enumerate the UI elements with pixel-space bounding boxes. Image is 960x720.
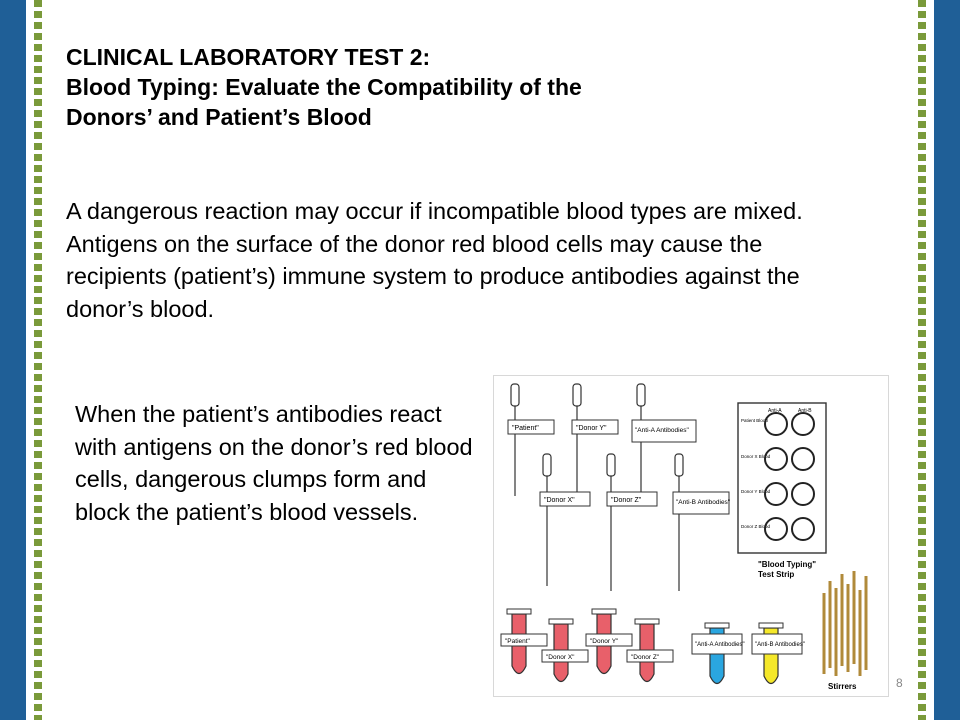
dropper-donor-x: "Donor X"	[539, 453, 591, 586]
dropper-donor-z: "Donor Z"	[606, 453, 658, 591]
tube-donor-y: "Donor Y"	[585, 608, 633, 675]
tube-anti-b: "Anti-B Antibodies"	[751, 622, 805, 685]
dropper-anti-a: "Anti-A Antibodies"	[631, 383, 697, 496]
strip-row-donor-z: Donor Z Blood	[741, 524, 771, 529]
right-dotted-border	[918, 0, 926, 720]
blood-typing-figure: "Patient" "Donor Y" "Anti-A Antibodies" …	[493, 375, 889, 697]
dropper-anti-b: "Anti-B Antibodies"	[672, 453, 731, 591]
dropper-donor-y: "Donor Y"	[571, 383, 619, 496]
reaction-paragraph: When the patient’s antibodies react with…	[75, 401, 473, 525]
dropper-label-donor-y: "Donor Y"	[576, 425, 607, 432]
strip-row-donor-x: Donor X Blood	[741, 454, 771, 459]
title-line-2: Blood Typing: Evaluate the Compatibility…	[66, 74, 582, 100]
intro-paragraph: A dangerous reaction may occur if incomp…	[66, 198, 803, 322]
tube-patient: "Patient"	[500, 608, 548, 675]
strip-col-anti-a: Anti-A	[768, 408, 782, 414]
tube-label-patient: "Patient"	[505, 638, 531, 645]
dropper-label-anti-b: "Anti-B Antibodies"	[676, 499, 731, 506]
tube-label-anti-b: "Anti-B Antibodies"	[755, 642, 805, 648]
strip-col-anti-b: Anti-B	[798, 408, 812, 414]
right-side-bar	[934, 0, 960, 720]
tube-donor-z: "Donor Z"	[626, 618, 674, 683]
dropper-label-anti-a: "Anti-A Antibodies"	[635, 427, 689, 434]
strip-caption-2: Test Strip	[758, 570, 794, 579]
dropper-patient: "Patient"	[507, 383, 555, 496]
strip-caption-1: "Blood Typing"	[758, 560, 816, 569]
page-number: 8	[896, 676, 903, 690]
title-line-1: CLINICAL LABORATORY TEST 2:	[66, 44, 431, 70]
tube-label-donor-z: "Donor Z"	[631, 654, 660, 661]
tube-label-donor-y: "Donor Y"	[590, 638, 619, 645]
strip-row-donor-y: Donor Y Blood	[741, 489, 771, 494]
tube-label-donor-x: "Donor X"	[546, 654, 575, 661]
tube-anti-a: "Anti-A Antibodies"	[691, 622, 745, 685]
left-side-bar	[0, 0, 26, 720]
title-line-3: Donors’ and Patient’s Blood	[66, 104, 372, 130]
left-dotted-border	[34, 0, 42, 720]
dropper-label-donor-x: "Donor X"	[544, 497, 575, 504]
test-strip: Anti-A Anti-B Patient Blood Donor X Bloo…	[737, 402, 827, 579]
tube-label-anti-a: "Anti-A Antibodies"	[695, 642, 745, 648]
tube-donor-x: "Donor X"	[541, 618, 589, 683]
dropper-label-donor-z: "Donor Z"	[611, 497, 642, 504]
stirrers: Stirrers	[822, 571, 868, 691]
strip-row-patient: Patient Blood	[741, 418, 768, 423]
slide-title: CLINICAL LABORATORY TEST 2: Blood Typing…	[66, 42, 846, 132]
dropper-label-patient: "Patient"	[512, 425, 539, 432]
blood-typing-illustration: "Patient" "Donor Y" "Anti-A Antibodies" …	[500, 383, 868, 691]
stirrers-label: Stirrers	[828, 682, 857, 691]
